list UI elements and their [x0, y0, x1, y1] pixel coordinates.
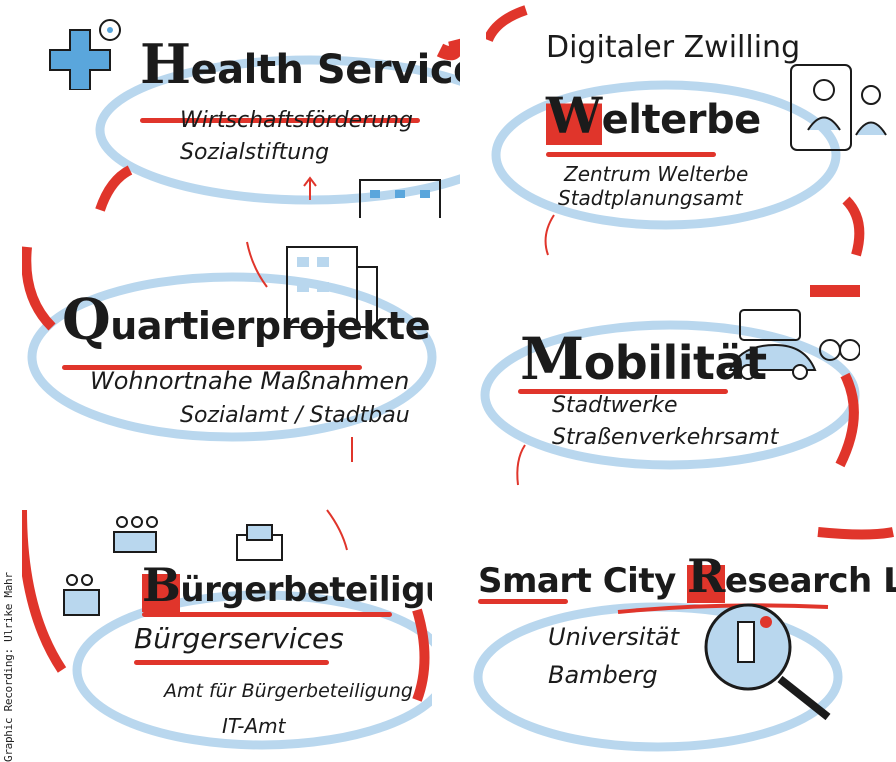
panel-buergerbeteiligung: Bürgerbeteiligung Bürgerservices Amt für… [22, 500, 432, 762]
people-tablet-icon [790, 64, 887, 151]
subtitle-wohnortnahe: Wohnortnahe Maßnahmen [90, 367, 410, 395]
swirl-decoration [22, 509, 432, 750]
line-sozialamt: Sozialamt / Stadtbau [180, 403, 410, 428]
line-sozialstiftung: Sozialstiftung [180, 140, 330, 165]
panel-title: Health Services [140, 32, 460, 96]
line-it-amt: IT-Amt [222, 714, 286, 738]
panel-research-lab: Smart City Research Lab Universität Bamb… [468, 527, 896, 762]
magnifier-icon [704, 603, 831, 721]
swirl-decoration [22, 241, 437, 462]
title-underline [140, 118, 420, 123]
panel-title: Quartierprojekte [62, 287, 430, 353]
panel-title: Welterbe [546, 86, 761, 145]
panel-title: Mobilität [520, 325, 767, 393]
swirl-decoration [480, 285, 860, 486]
panel-welterbe: Digitaler Zwilling Welterbe Zentrum Welt… [486, 0, 896, 258]
swirl-decoration [486, 5, 865, 257]
subtitle-buergerservices: Bürgerservices [134, 622, 344, 655]
health-cross-icon [49, 19, 121, 90]
line-bamberg: Bamberg [548, 661, 658, 689]
people-icon [63, 516, 158, 616]
panel-health-services: Health Services Wirtschaftsförderung Soz… [40, 0, 460, 218]
ballot-box-icon [236, 524, 283, 561]
panel-quartierprojekte: Quartierprojekte Wohnortnahe Maßnahmen S… [22, 237, 444, 462]
title-underline [142, 612, 392, 617]
swirl-decoration [95, 38, 460, 212]
credit-text: Graphic Recording: Ulrike Mahr [2, 572, 15, 762]
title-underline [518, 389, 728, 394]
line-strassenverkehrsamt: Straßenverkehrsamt [552, 425, 779, 450]
panel-title: Bürgerbeteiligung [142, 558, 432, 612]
line-amt-buergerbeteiligung: Amt für Bürgerbeteiligung [164, 680, 413, 702]
line-stadtplanungsamt: Stadtplanungsamt [558, 186, 743, 210]
title-underline [478, 599, 568, 604]
line-zentrum-welterbe: Zentrum Welterbe [564, 162, 749, 186]
vehicles-icon [728, 309, 860, 380]
title-underline [546, 152, 716, 157]
swirl-decoration [473, 527, 894, 752]
title-underline [62, 365, 362, 370]
line-wirtschaftsfoerderung: Wirtschaftsförderung [180, 108, 413, 133]
building-icon [286, 246, 378, 328]
line-universitaet: Universität [548, 623, 679, 651]
line-stadtwerke: Stadtwerke [552, 393, 678, 418]
header-digitaler-zwilling: Digitaler Zwilling [546, 30, 801, 65]
subtitle-underline [134, 660, 329, 665]
panel-title: Smart City Research Lab [478, 549, 896, 603]
panel-mobilitaet: Mobilität Stadtwerke Straßenverkehrsamt [470, 285, 896, 487]
building-icon [359, 179, 441, 218]
